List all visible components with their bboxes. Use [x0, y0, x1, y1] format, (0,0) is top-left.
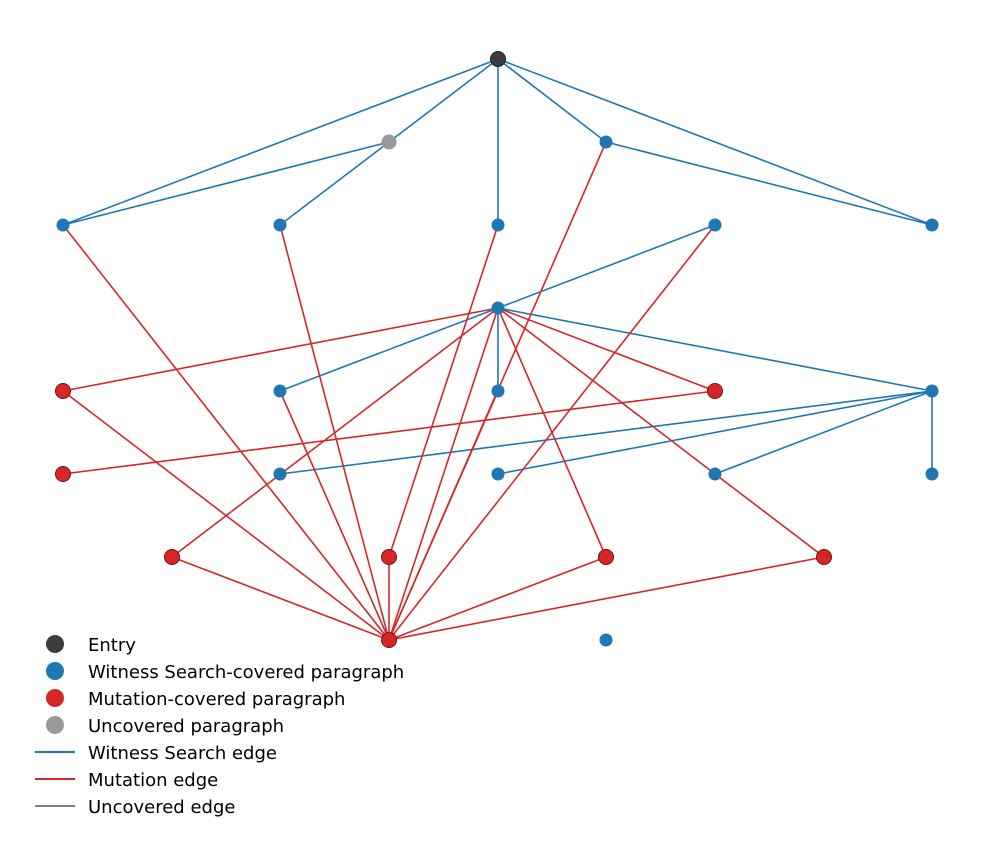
- mutation-edge-n8-n23: [388, 307, 499, 641]
- witness-edge-n0-n2: [497, 58, 607, 143]
- mutation-edge-n19-n23: [171, 556, 390, 641]
- mutation-node-n12: [707, 383, 723, 399]
- witness-edge-n6-n8: [497, 224, 716, 309]
- mutation-edge-n5-n20: [388, 224, 499, 558]
- legend-mutation-node-label: Mutation-covered paragraph: [88, 689, 345, 710]
- edges-layer: [62, 58, 933, 641]
- witness-node-n18: [925, 467, 939, 481]
- mutation-edge-n17-n22: [714, 473, 825, 558]
- witness-node-n24: [599, 633, 613, 647]
- mutation-edge-n8-n17: [497, 307, 716, 475]
- witness-node-n8: [491, 301, 505, 315]
- legend-uncovered-edge-label: Uncovered edge: [88, 797, 235, 818]
- legend-mutation-edge-label: Mutation edge: [88, 770, 218, 791]
- witness-node-n4: [273, 218, 287, 232]
- witness-node-n17: [708, 467, 722, 481]
- legend: Entry Witness Search-covered paragraph M…: [35, 635, 404, 818]
- entry-node-n0: [490, 51, 506, 67]
- witness-edge-n13-n16: [497, 390, 933, 475]
- mutation-edge-n11-n23: [388, 390, 499, 641]
- mutation-node-n20: [381, 549, 397, 565]
- witness-edge-n13-n15: [279, 390, 933, 475]
- witness-edge-n13-n17: [714, 390, 933, 475]
- mutation-edge-n8-n9: [62, 307, 499, 392]
- mutation-node-n22: [816, 549, 832, 565]
- witness-node-n6: [708, 218, 722, 232]
- witness-edge-n0-n1: [388, 58, 499, 143]
- witness-node-n15: [273, 467, 287, 481]
- mutation-edge-n3-n23: [62, 224, 390, 641]
- witness-edge-n8-n10: [279, 307, 499, 392]
- mutation-edge-n10-n23: [279, 390, 390, 641]
- mutation-node-n23: [381, 632, 397, 648]
- mutation-node-n9: [55, 383, 71, 399]
- mutation-node-n21: [598, 549, 614, 565]
- witness-edge-n0-n3: [62, 58, 499, 226]
- witness-node-n3: [56, 218, 70, 232]
- witness-node-n2: [599, 135, 613, 149]
- uncovered-node-n1: [381, 134, 397, 150]
- witness-node-n13: [925, 384, 939, 398]
- mutation-edge-n8-n12: [497, 307, 716, 392]
- legend-witness-node-label: Witness Search-covered paragraph: [88, 662, 404, 683]
- nodes-layer: [55, 51, 939, 648]
- legend-uncovered-node-marker: [46, 716, 64, 734]
- witness-node-n16: [491, 467, 505, 481]
- legend-entry-marker: [46, 635, 64, 653]
- witness-edge-n1-n3: [62, 141, 390, 226]
- mutation-node-n19: [164, 549, 180, 565]
- mutation-edge-n8-n19: [171, 307, 499, 558]
- witness-node-n11: [491, 384, 505, 398]
- witness-node-n10: [273, 384, 287, 398]
- witness-edge-n0-n7: [497, 58, 933, 226]
- mutation-edge-n12-n14: [62, 390, 716, 475]
- witness-edge-n2-n7: [605, 141, 933, 226]
- witness-edge-n1-n4: [279, 141, 390, 226]
- witness-node-n5: [491, 218, 505, 232]
- mutation-edge-n8-n21: [497, 307, 607, 558]
- legend-uncovered-node-label: Uncovered paragraph: [88, 716, 284, 737]
- mutation-edge-n21-n23: [388, 556, 607, 641]
- legend-mutation-node-marker: [46, 689, 64, 707]
- witness-node-n7: [925, 218, 939, 232]
- mutation-node-n14: [55, 466, 71, 482]
- legend-witness-edge-label: Witness Search edge: [88, 743, 277, 764]
- legend-witness-node-marker: [46, 662, 64, 680]
- witness-edge-n8-n13: [497, 307, 933, 392]
- legend-entry-label: Entry: [88, 635, 136, 656]
- mutation-edge-n22-n23: [388, 556, 825, 641]
- mutation-edge-n9-n23: [62, 390, 390, 641]
